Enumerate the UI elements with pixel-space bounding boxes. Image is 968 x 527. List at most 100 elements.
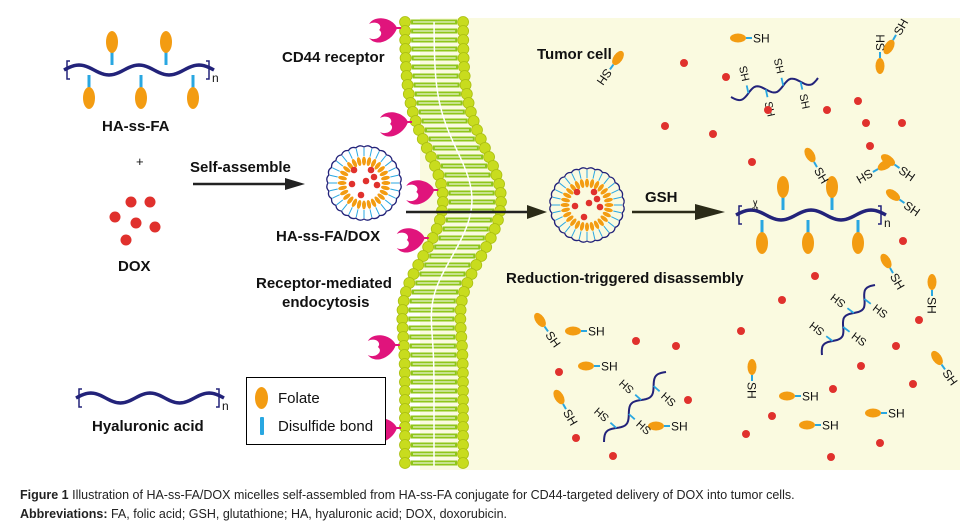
folate-icon: [561, 207, 570, 213]
dox-molecule: [909, 380, 917, 388]
folate-icon: [885, 189, 901, 201]
dox-molecule: [109, 211, 121, 223]
disulfide-bond-icon: [607, 182, 615, 189]
folate-icon: [880, 253, 892, 269]
dox-molecule: [709, 130, 717, 138]
disulfide-bond-icon: [329, 188, 338, 192]
disulfide-bond-icon: [543, 325, 549, 333]
disulfide-bond-icon: [611, 189, 619, 194]
folate-sh-fragment: SH: [565, 325, 605, 339]
folate-icon: [160, 31, 172, 53]
disulfide-bond-icon: [607, 221, 615, 228]
dox-molecule: [823, 106, 831, 114]
ha-backbone: [820, 284, 876, 356]
folate-sh-fragment: SH: [925, 274, 939, 314]
disulfide-bond-icon: [603, 225, 610, 233]
dox-molecule: [585, 199, 593, 207]
disulfide-bond-icon: [893, 163, 901, 169]
thiol-label: SH: [796, 93, 811, 111]
dox-molecule: [892, 342, 900, 350]
abbreviations-label: Abbreviations:: [20, 507, 108, 521]
disulfide-bond-icon: [329, 174, 338, 178]
dox-molecule: [722, 73, 730, 81]
dox-molecule: [373, 181, 381, 189]
ha-ss-fa-label: HA-ss-FA: [102, 118, 170, 135]
folate-icon: [602, 192, 611, 199]
disulfide-bond-icon: [341, 203, 348, 211]
folate-icon: [570, 218, 577, 226]
dox-molecule: [573, 188, 581, 196]
folate-icon: [563, 192, 572, 199]
folate-icon: [534, 312, 546, 328]
repeat-n: n: [884, 216, 891, 230]
figure-caption-text: Illustration of HA-ss-FA/DOX micelles se…: [68, 488, 795, 502]
gsh-arrowhead: [695, 204, 725, 220]
folate-icon: [602, 211, 611, 218]
dox-molecule: [144, 196, 156, 208]
folate-icon: [612, 50, 624, 66]
disulfide-bond-icon: [598, 229, 603, 237]
dox-molecule: [632, 337, 640, 345]
thiol-label: HS: [738, 65, 753, 82]
disulfide-bond-icon: [562, 403, 567, 410]
folate-icon: [880, 154, 896, 166]
thiol-label: HS: [772, 57, 787, 74]
disulfide-bond-icon: [336, 160, 344, 167]
lipid-head: [412, 259, 425, 271]
bracket-right: [216, 388, 220, 408]
intracellular-micelle: [549, 167, 625, 243]
disulfide-bond-icon: [634, 394, 642, 401]
folate-icon: [379, 170, 388, 177]
disulfide-bond-icon: [764, 89, 769, 98]
thiol-label: SH: [588, 325, 605, 339]
folate-icon: [600, 188, 608, 195]
folate-icon: [799, 420, 815, 430]
bracket-right: [206, 60, 210, 80]
hyaluronic-acid-label: Hyaluronic acid: [92, 418, 204, 435]
thiol-label: SH: [925, 297, 939, 314]
disulfide-bond-icon: [390, 188, 399, 192]
disulfide-bond-icon: [611, 216, 619, 221]
dox-molecule: [866, 142, 874, 150]
disulfide-bond-icon: [555, 216, 563, 221]
dox-molecule: [898, 119, 906, 127]
abbreviations-text: FA, folic acid; GSH, glutathione; HA, hy…: [107, 507, 508, 521]
disulfide-bond-icon: [555, 189, 563, 194]
folate-icon: [579, 179, 585, 188]
disulfide-bond-icon: [609, 63, 615, 71]
folate-icon: [566, 188, 574, 195]
disulfide-bond-icon: [380, 203, 387, 211]
cd44-receptor-icon: [379, 112, 412, 137]
receptor-mediated-label: Receptor-mediated: [256, 275, 392, 292]
disulfide-bond-icon: [552, 210, 561, 214]
cd44-receptor-icon: [369, 18, 402, 43]
disulfide-bond-icon: [260, 417, 264, 435]
disulfide-bond-icon: [578, 231, 582, 240]
disulfide-bond-icon: [603, 177, 610, 185]
folate-icon: [343, 193, 351, 200]
folate-sh-fragment: SH: [799, 419, 839, 433]
repeat-n: n: [212, 71, 219, 85]
reduction-label: Reduction-triggered disassembly: [506, 270, 744, 287]
lipid-head: [480, 241, 493, 253]
folate-icon: [563, 211, 572, 218]
repeat-n: n: [222, 399, 229, 413]
legend-folate: Folate: [255, 387, 320, 409]
dox-molecule: [827, 453, 835, 461]
bracket-left: [66, 60, 70, 80]
folate-icon: [338, 185, 347, 191]
dox-molecule: [680, 59, 688, 67]
disulfide-bond-icon: [863, 298, 872, 305]
dox-molecule: [593, 195, 601, 203]
dox-molecule: [857, 362, 865, 370]
folate-sh-fragment: SH: [865, 407, 905, 421]
folate-icon: [589, 222, 595, 231]
disulfide-bond-icon: [613, 196, 622, 200]
lipid-head: [470, 259, 483, 271]
folate-sh-fragment: SH: [779, 390, 819, 404]
disulfide-bond-icon: [355, 148, 359, 157]
disulfide-bond-icon: [745, 85, 750, 94]
folate-icon: [574, 181, 581, 190]
dox-molecule: [684, 396, 692, 404]
disulfide-bond-icon: [592, 231, 596, 240]
